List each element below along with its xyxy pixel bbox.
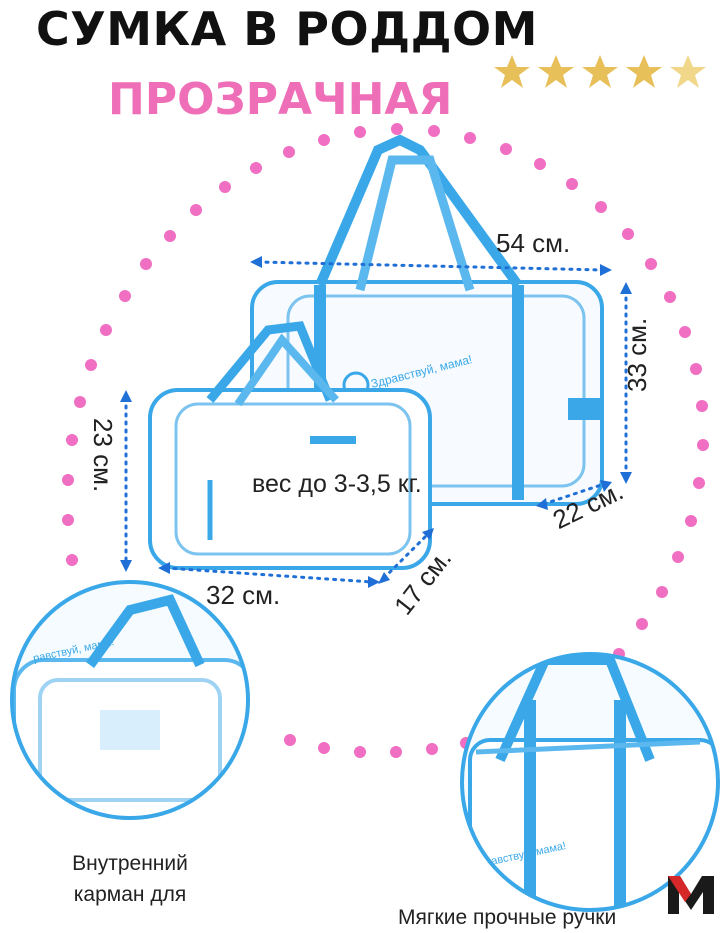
star-icon xyxy=(670,55,706,88)
star-icon xyxy=(626,55,662,88)
marketplace-logo-icon xyxy=(668,876,714,914)
detail-circle-handles: равствуй, мама! xyxy=(460,652,720,912)
detail-circle-pocket: равствуй, мама! xyxy=(10,580,250,820)
rating-stars xyxy=(490,52,710,92)
dim-large-width: 54 см. xyxy=(496,228,571,258)
dimension-arrows xyxy=(124,260,628,584)
weight-note: вес до 3-3,5 кг. xyxy=(252,470,422,498)
caption-pocket-line2: карман для xyxy=(73,883,187,906)
dim-large-height: 33 см. xyxy=(622,317,652,392)
star-icon xyxy=(494,55,530,88)
dim-small-width: 32 см. xyxy=(206,580,281,610)
page-title: СУМКА В РОДДОМ xyxy=(36,2,538,56)
star-icon xyxy=(582,55,618,88)
subtitle: ПРОЗРАЧНАЯ xyxy=(108,74,453,125)
dim-small-height: 23 см. xyxy=(88,418,118,493)
star-icon xyxy=(538,55,574,88)
small-bag xyxy=(148,321,432,570)
caption-pocket-line1: Внутренний xyxy=(72,852,188,875)
caption-pocket: Внутренний карман для xyxy=(40,848,220,910)
arrow-heads xyxy=(120,256,632,588)
